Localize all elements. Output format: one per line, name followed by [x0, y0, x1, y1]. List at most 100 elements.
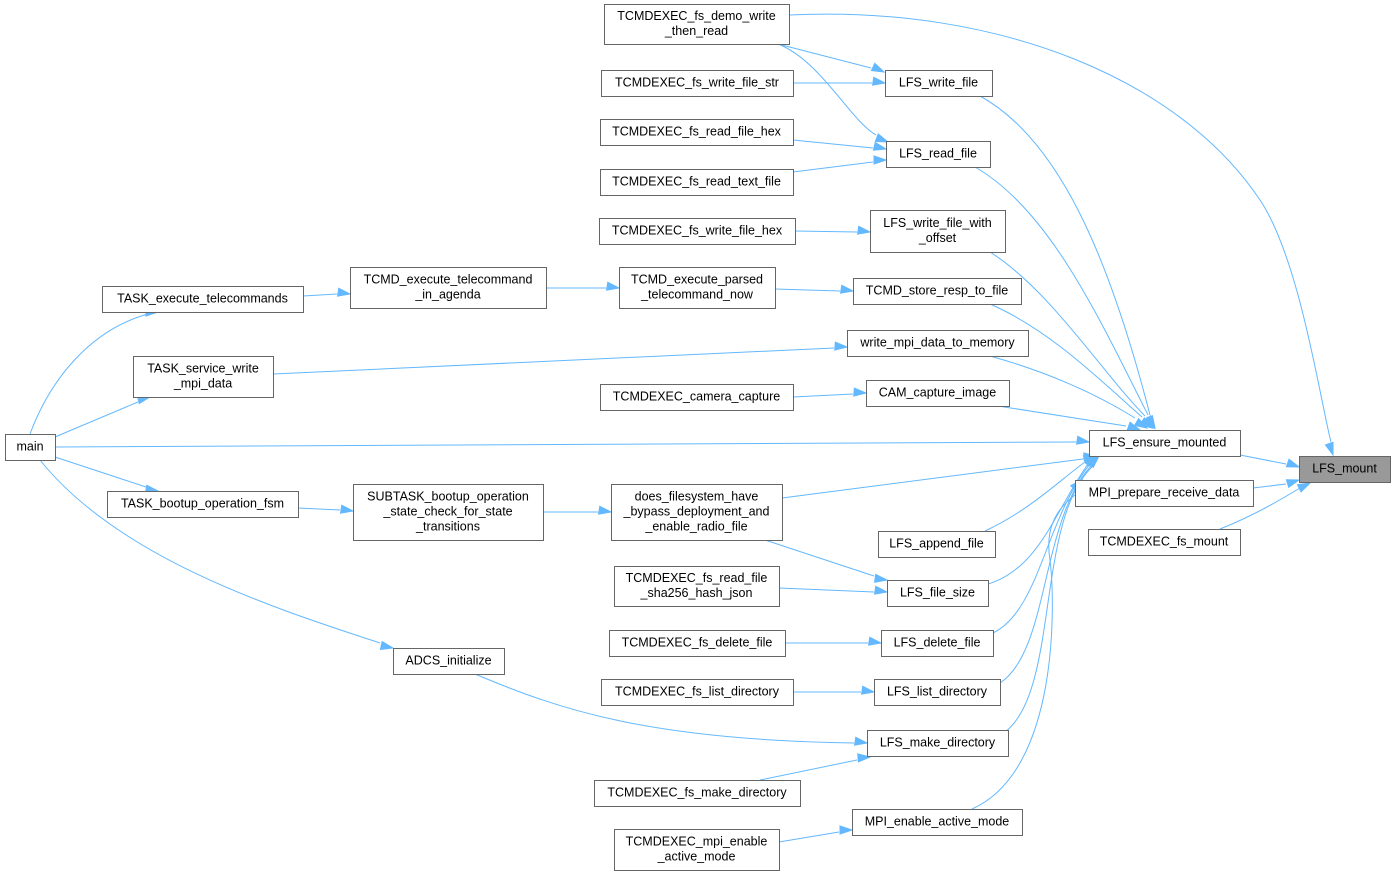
node-box: [393, 648, 505, 675]
arrowhead-tcmdexec_fs_make_directory-to-lfs_make_directory: [857, 753, 872, 763]
node-label-line: _mpi_data: [173, 377, 232, 391]
node-label-line: _bypass_deployment_and: [623, 505, 770, 519]
node-tcmdexec-fs-write-file-str[interactable]: TCMDEXEC_fs_write_file_str: [601, 70, 794, 97]
arrowhead-task_bootup_operation_fsm-to-subtask_bootup: [339, 504, 355, 514]
node-mpi-enable-active-mode[interactable]: MPI_enable_active_mode: [852, 809, 1023, 836]
node-tcmdexec-fs-read-file-hex[interactable]: TCMDEXEC_fs_read_file_hex: [600, 119, 794, 146]
node-lfs-make-directory[interactable]: LFS_make_directory: [867, 730, 1009, 757]
node-label-line: TCMD_execute_telecommand: [364, 273, 533, 287]
node-lfs-append-file[interactable]: LFS_append_file: [878, 531, 996, 558]
call-edge-tcmdexec_camera_capture-to-cam_capture_image: [792, 393, 854, 398]
node-tcmdexec-fs-read-text-file[interactable]: TCMDEXEC_fs_read_text_file: [600, 169, 794, 196]
call-edge-mpi_enable_active_mode-to-mpi_prepare_receive_data: [971, 494, 1076, 810]
node-label-line: TASK_execute_telecommands: [117, 292, 288, 306]
node-label-line: MPI_enable_active_mode: [865, 815, 1010, 829]
node-box: [867, 730, 1009, 757]
call-edge-tcmdexec_fs_mount-to-lfs_mount: [1219, 487, 1301, 530]
call-edge-lfs_read_file-to-lfs_ensure_mounted: [974, 166, 1149, 416]
node-lfs-delete-file[interactable]: LFS_delete_file: [881, 630, 994, 657]
node-box: [614, 566, 780, 607]
node-does-filesystem-have[interactable]: does_filesystem_have_bypass_deployment_a…: [611, 484, 783, 541]
arrowhead-tcmdexec_fs_read_file_hex-to-lfs_read_file: [872, 141, 888, 151]
node-box: [847, 330, 1029, 357]
node-label-line: _sha256_hash_json: [640, 586, 753, 600]
node-box: [1075, 480, 1254, 507]
node-box: [102, 286, 304, 313]
arrowhead-tcmd_execute_telecommand_in_agenda-to-tcmd_execute_parsed_telecommand_now: [605, 281, 621, 291]
call-edge-mpi_prepare_receive_data-to-lfs_mount: [1252, 483, 1287, 489]
node-tcmd-execute-telecommand-in-agenda[interactable]: TCMD_execute_telecommand_in_agenda: [350, 267, 547, 309]
node-box: [600, 119, 794, 146]
arrowhead-tcmdexec_mpi_enable_active_mode-to-mpi_enable_active_mode: [839, 825, 854, 835]
node-lfs-file-size[interactable]: LFS_file_size: [887, 580, 989, 607]
call-edge-tcmdexec_fs_demo_write_then_read-to-lfs_mount: [788, 13, 1332, 443]
call-edge-tcmdexec_fs_demo_write_then_read-to-lfs_write_file: [777, 43, 872, 69]
node-tcmdexec-fs-read-file-sha256-hash-json[interactable]: TCMDEXEC_fs_read_file_sha256_hash_json: [614, 566, 780, 607]
node-main[interactable]: main: [5, 434, 56, 461]
arrowhead-mpi_prepare_receive_data-to-lfs_mount: [1285, 479, 1301, 489]
node-label-line: TCMD_execute_parsed: [631, 273, 763, 287]
call-edge-lfs_write_file-to-lfs_ensure_mounted: [979, 95, 1151, 416]
node-lfs-write-file-with-offset[interactable]: LFS_write_file_with_offset: [870, 210, 1006, 253]
node-box: [885, 70, 993, 97]
node-label-line: _state_check_for_state: [382, 505, 512, 519]
arrowhead-tcmd_execute_parsed_telecommand_now-to-tcmd_store_resp_to_file: [839, 284, 855, 294]
node-label-line: write_mpi_data_to_memory: [859, 336, 1015, 350]
arrowhead-lfs_make_directory-to-lfs_ensure_mounted: [1086, 454, 1101, 469]
node-tcmdexec-fs-make-directory[interactable]: TCMDEXEC_fs_make_directory: [594, 780, 801, 807]
node-label-line: LFS_write_file: [899, 76, 978, 90]
arrowhead-task_execute_telecommands-to-tcmd_execute_telecommand_in_agenda: [336, 287, 352, 297]
arrowhead-tcmdexec_fs_delete_file-to-lfs_delete_file: [867, 636, 883, 646]
node-tcmdexec-fs-list-directory[interactable]: TCMDEXEC_fs_list_directory: [601, 679, 794, 706]
node-cam-capture-image[interactable]: CAM_capture_image: [866, 380, 1010, 407]
call-edge-lfs_file_size-to-lfs_ensure_mounted: [984, 463, 1089, 586]
node-tcmdexec-fs-mount[interactable]: TCMDEXEC_fs_mount: [1088, 529, 1241, 556]
call-edge-tcmdexec_fs_read_file_hex-to-lfs_read_file: [792, 139, 874, 149]
call-edge-tcmd_execute_parsed_telecommand_now-to-tcmd_store_resp_to_file: [774, 288, 841, 292]
node-lfs-ensure-mounted[interactable]: LFS_ensure_mounted: [1089, 430, 1241, 457]
node-lfs-list-directory[interactable]: LFS_list_directory: [874, 679, 1001, 706]
node-box: [5, 434, 56, 461]
node-label-line: TCMD_store_resp_to_file: [866, 284, 1008, 298]
node-box: [1299, 456, 1391, 483]
node-write-mpi-data-to-memory[interactable]: write_mpi_data_to_memory: [847, 330, 1029, 357]
node-lfs-write-file[interactable]: LFS_write_file: [885, 70, 993, 97]
call-edge-adcs_initialize-to-lfs_make_directory: [474, 673, 855, 744]
node-box: [1089, 430, 1241, 457]
node-label-line: TCMDEXEC_fs_read_file: [626, 571, 768, 585]
node-tcmd-execute-parsed-telecommand-now[interactable]: TCMD_execute_parsed_telecommand_now: [619, 267, 776, 309]
call-edge-lfs_make_directory-to-lfs_ensure_mounted: [1004, 465, 1094, 733]
node-mpi-prepare-receive-data[interactable]: MPI_prepare_receive_data: [1075, 480, 1254, 507]
node-task-service-write-mpi-data[interactable]: TASK_service_write_mpi_data: [133, 356, 274, 398]
arrowhead-tcmdexec_fs_mount-to-lfs_mount: [1296, 482, 1312, 493]
node-label-line: TCMDEXEC_camera_capture: [613, 390, 780, 404]
node-tcmdexec-fs-demo-write-then-read[interactable]: TCMDEXEC_fs_demo_write_then_read: [604, 4, 790, 45]
node-label-line: _then_read: [664, 24, 728, 38]
call-edge-write_mpi_data_to_memory-to-lfs_ensure_mounted: [989, 355, 1136, 419]
node-tcmdexec-camera-capture[interactable]: TCMDEXEC_camera_capture: [600, 384, 794, 411]
node-lfs-mount[interactable]: LFS_mount: [1299, 456, 1391, 483]
node-box: [601, 679, 794, 706]
node-box: [600, 169, 794, 196]
node-tcmdexec-fs-delete-file[interactable]: TCMDEXEC_fs_delete_file: [609, 630, 786, 657]
node-task-execute-telecommands[interactable]: TASK_execute_telecommands: [102, 286, 304, 313]
node-box: [599, 218, 796, 245]
call-edge-tcmdexec_fs_read_text_file-to-lfs_read_file: [792, 161, 874, 173]
node-tcmdexec-mpi-enable-active-mode[interactable]: TCMDEXEC_mpi_enable_active_mode: [614, 829, 780, 871]
node-subtask-bootup[interactable]: SUBTASK_bootup_operation_state_check_for…: [353, 484, 544, 541]
arrowhead-write_mpi_data_to_memory-to-lfs_ensure_mounted: [1133, 417, 1149, 429]
node-label-line: MPI_prepare_receive_data: [1089, 486, 1240, 500]
node-adcs-initialize[interactable]: ADCS_initialize: [393, 648, 505, 675]
node-label-line: ADCS_initialize: [405, 654, 491, 668]
call-edge-does_filesystem_have-to-lfs_ensure_mounted: [781, 458, 1084, 499]
node-tcmd-store-resp-to-file[interactable]: TCMD_store_resp_to_file: [853, 278, 1022, 305]
node-lfs-read-file[interactable]: LFS_read_file: [886, 141, 991, 168]
call-edge-lfs_write_file_with_offset-to-lfs_ensure_mounted: [989, 251, 1146, 417]
node-label-line: CAM_capture_image: [879, 386, 996, 400]
call-edge-tcmdexec_fs_read_file_sha256_hash_json-to-lfs_file_size: [778, 587, 875, 593]
arrowhead-tcmdexec_fs_read_file_sha256_hash_json-to-lfs_file_size: [873, 585, 889, 595]
node-task-bootup-operation-fsm[interactable]: TASK_bootup_operation_fsm: [107, 491, 299, 518]
node-box: [611, 484, 783, 541]
function-nodes: LFS_mount LFS_ensure_mountedMPI_prepare_r…: [5, 4, 1391, 871]
node-tcmdexec-fs-write-file-hex[interactable]: TCMDEXEC_fs_write_file_hex: [599, 218, 796, 245]
